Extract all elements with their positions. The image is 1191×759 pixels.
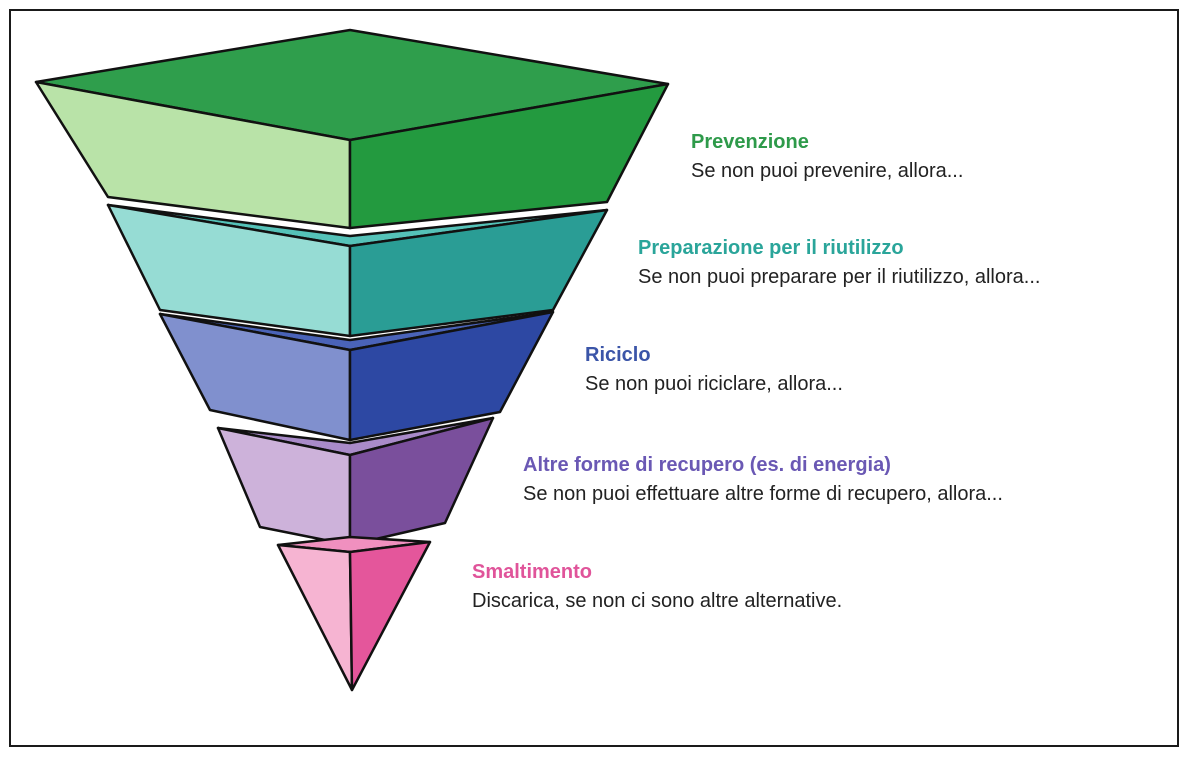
- level-title: Smaltimento: [472, 561, 593, 583]
- level-title: Riciclo: [585, 344, 651, 366]
- label-recupero: Altre forme di recupero (es. di energia)…: [523, 453, 1003, 507]
- level-riciclo-side: [348, 310, 555, 442]
- level-description: Discarica, se non ci sono altre alternat…: [472, 590, 843, 612]
- pyramid-level-recupero: [216, 416, 495, 547]
- pyramid-level-smaltimento: [276, 535, 432, 692]
- pyramid-level-preparazione: [106, 203, 609, 338]
- level-prevenzione-side: [348, 82, 670, 230]
- level-title: Preparazione per il riutilizzo: [638, 237, 904, 259]
- level-title: Prevenzione: [691, 131, 809, 153]
- level-description: Se non puoi preparare per il riutilizzo,…: [638, 266, 1041, 288]
- pyramid-level-prevenzione: [34, 28, 670, 230]
- label-prevenzione: Prevenzione Se non puoi prevenire, allor…: [691, 130, 963, 184]
- level-description: Se non puoi riciclare, allora...: [585, 373, 843, 395]
- level-description: Se non puoi effettuare altre forme di re…: [523, 483, 1003, 505]
- level-title: Altre forme di recupero (es. di energia): [523, 454, 891, 476]
- level-smaltimento-front: [276, 543, 354, 692]
- label-preparazione: Preparazione per il riutilizzo Se non pu…: [638, 236, 1040, 290]
- level-preparazione-side: [348, 208, 609, 338]
- pyramid-level-riciclo: [158, 310, 555, 442]
- level-recupero-side: [348, 416, 495, 547]
- level-description: Se non puoi prevenire, allora...: [691, 160, 964, 182]
- level-preparazione-front: [106, 203, 352, 338]
- label-smaltimento: Smaltimento Discarica, se non ci sono al…: [472, 560, 842, 614]
- label-riciclo: Riciclo Se non puoi riciclare, allora...: [585, 343, 843, 397]
- level-smaltimento-side: [348, 540, 432, 692]
